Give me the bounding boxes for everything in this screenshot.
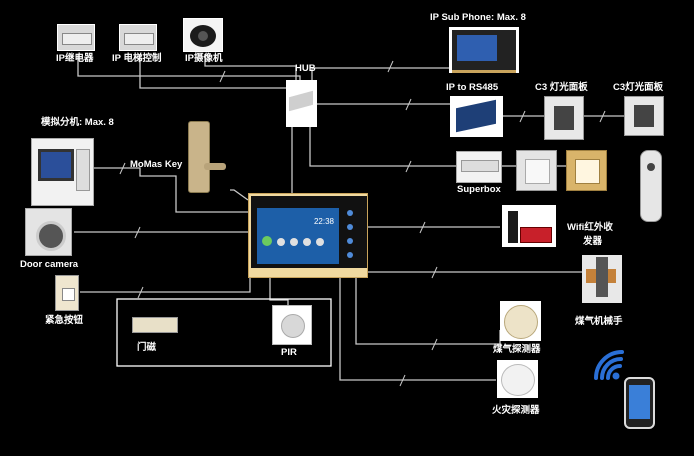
emergency-button-device — [55, 275, 79, 311]
ip-to-rs485-device — [450, 96, 503, 137]
wire-fire-detector — [339, 278, 496, 381]
fire-detector-label: 火灾探测器 — [492, 405, 540, 416]
pir-label: PIR — [281, 347, 297, 358]
ip-sub-phone-label: IP Sub Phone: Max. 8 — [430, 12, 526, 23]
gas-manipulator-label: 煤气机械手 — [575, 316, 623, 327]
ip-elevator-device — [119, 24, 157, 51]
superbox-device — [456, 151, 502, 183]
analog-extension-label: 模拟分机: Max. 8 — [41, 117, 114, 128]
wire-analog-ext — [92, 167, 248, 213]
wifi-ir-label-line2: 发器 — [583, 236, 603, 247]
main-indoor-monitor: 22:38 — [248, 193, 368, 278]
remote-control-device — [640, 150, 662, 222]
wire-ip-elevator — [139, 54, 290, 89]
ip-to-rs485-label: IP to RS485 — [446, 82, 499, 93]
light-panel-silver — [516, 150, 557, 191]
monitor-screen: 22:38 — [257, 208, 339, 264]
c3-panel-label-2: C3灯光面板 — [613, 82, 664, 93]
light-panel-gold — [566, 150, 607, 191]
c3-light-panel-1 — [544, 96, 584, 140]
ip-camera-device — [183, 18, 223, 52]
ip-relay-label: IP继电器 — [56, 53, 94, 64]
sensor-group-box — [116, 298, 332, 367]
wifi-signal-icon — [594, 350, 624, 380]
ip-relay-device — [57, 24, 95, 51]
ip-camera-label: IP摄像机 — [185, 53, 223, 64]
door-sensor-label: 门磁 — [137, 342, 157, 353]
pir-device — [272, 305, 312, 345]
gas-manipulator-device — [582, 255, 622, 303]
wire-superbox — [309, 126, 458, 167]
superbox-label: Superbox — [457, 184, 501, 195]
fire-detector-device — [497, 360, 538, 398]
wire-sub-phone — [311, 42, 453, 90]
hub-label: HUB — [295, 63, 316, 74]
smartphone-device — [624, 377, 655, 429]
wire-emergency — [80, 275, 251, 293]
analog-extension-device — [31, 138, 94, 206]
ip-elevator-label: IP 电梯控制 — [112, 53, 162, 64]
door-camera-label: Door camera — [20, 259, 79, 270]
momas-key-label: MoMas Key — [130, 159, 183, 170]
wire-gas-detector — [355, 278, 501, 345]
c3-light-panel-2 — [624, 96, 664, 136]
momas-key-lock — [184, 119, 230, 194]
monitor-clock: 22:38 — [313, 217, 334, 226]
ip-sub-phone-device — [449, 27, 519, 73]
gas-detector-label: 煤气探测器 — [493, 344, 541, 355]
gas-detector-device — [500, 301, 541, 341]
c3-panel-label-1: C3 灯光面板 — [535, 82, 588, 93]
wire-ip-camera — [204, 54, 297, 84]
door-sensor-device — [132, 317, 178, 333]
wifi-ir-transceiver-device — [502, 205, 556, 247]
wifi-ir-label-line1: Wifi红外收 — [567, 222, 613, 233]
door-camera-device — [25, 208, 72, 256]
emergency-button-label: 紧急按钮 — [45, 315, 84, 326]
hub-device — [286, 80, 317, 127]
